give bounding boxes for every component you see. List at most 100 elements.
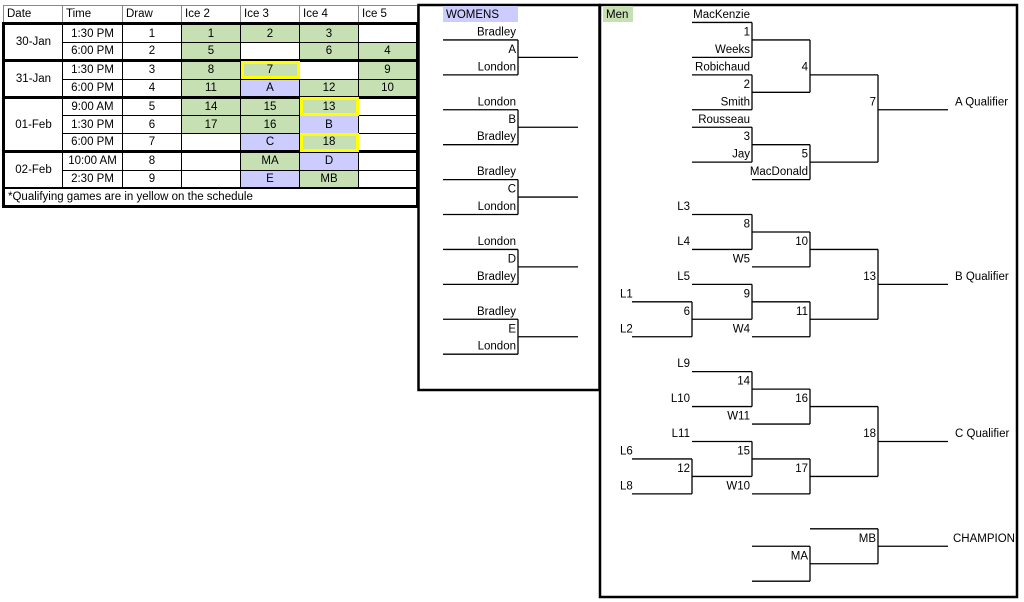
time-cell: 6:00 PM — [62, 132, 123, 153]
team-label: L11 — [672, 428, 690, 440]
column-header: Draw — [122, 4, 182, 26]
finalist-label: MB — [859, 533, 877, 545]
time-cell: 9:00 AM — [62, 95, 123, 117]
game-number: 11 — [796, 306, 808, 318]
team-label: L3 — [677, 201, 690, 213]
game-number: 5 — [802, 149, 808, 161]
b-qualifier-label: B Qualifier — [955, 271, 1009, 283]
game-cell: 15 — [240, 95, 300, 117]
note-row: *Qualifying games are in yellow on the s… — [2, 186, 419, 209]
game-cell: 2 — [240, 23, 300, 43]
column-header: Ice 4 — [299, 4, 359, 26]
game-cell: D — [299, 150, 359, 171]
game-cell: C — [240, 132, 300, 153]
womens-game-letter: E — [508, 323, 516, 335]
womens-team-label: Bradley — [477, 166, 516, 178]
womens-team-label: London — [478, 201, 516, 213]
game-number: 14 — [737, 376, 750, 388]
game-number: 17 — [795, 463, 808, 475]
game-cell: 9 — [358, 59, 419, 80]
team-label: L6 — [620, 446, 633, 458]
qualifier-game-cell: 18 — [299, 132, 359, 153]
game-number: 9 — [744, 288, 750, 300]
game-cell: 5 — [181, 41, 241, 62]
men-title-bg — [603, 6, 633, 22]
womens-game-letter: A — [508, 44, 516, 56]
game-number: 1 — [744, 27, 750, 39]
team-label: W11 — [727, 411, 750, 423]
womens-team-label: Bradley — [477, 306, 516, 318]
game-number: 7 — [870, 96, 876, 108]
game-number: 3 — [744, 131, 750, 143]
womens-title: WOMENS — [446, 9, 499, 21]
game-number: 4 — [802, 61, 809, 73]
date-cell: 31-Jan — [2, 59, 63, 98]
game-cell: 14 — [181, 95, 241, 117]
game-number: 18 — [863, 428, 876, 440]
column-header: Ice 2 — [181, 4, 241, 26]
schedule-note: *Qualifying games are in yellow on the s… — [2, 186, 419, 209]
column-header: Date — [3, 4, 63, 26]
game-cell: 8 — [181, 59, 241, 80]
womens-game-letter: D — [508, 253, 516, 265]
game-number: 10 — [795, 236, 808, 248]
date-cell: 02-Feb — [2, 150, 63, 189]
womens-team-label: London — [478, 96, 516, 108]
finalist-label: MA — [791, 550, 809, 562]
womens-game-letter: C — [508, 184, 516, 196]
womens-team-label: Bradley — [477, 27, 516, 39]
womens-team-label: London — [478, 61, 516, 73]
mens-bracket-frame — [598, 3, 1019, 599]
team-label: L9 — [677, 358, 690, 370]
game-cell: MA — [240, 150, 300, 171]
draw-cell: 6 — [122, 115, 182, 134]
game-number: 12 — [677, 463, 690, 475]
game-number: 16 — [795, 393, 808, 405]
womens-team-label: Bradley — [477, 131, 516, 143]
column-header: Ice 5 — [358, 4, 418, 26]
game-cell: 11 — [181, 78, 241, 98]
team-label: L8 — [620, 480, 633, 492]
game-cell — [358, 115, 419, 134]
team-label: L1 — [620, 288, 633, 300]
game-number: 8 — [744, 219, 750, 231]
team-label: L5 — [677, 271, 690, 283]
game-number: 15 — [737, 446, 750, 458]
date-cell: 01-Feb — [2, 95, 63, 153]
team-label: W4 — [733, 323, 751, 335]
team-label: W5 — [733, 253, 750, 265]
game-cell: E — [240, 169, 300, 189]
team-label: Weeks — [715, 44, 750, 56]
team-label: Rousseau — [698, 114, 750, 126]
womens-title-bg — [443, 6, 518, 22]
column-header: Ice 3 — [240, 4, 300, 26]
womens-team-label: London — [478, 236, 516, 248]
game-cell: 16 — [240, 115, 300, 134]
champion-label: CHAMPION — [953, 533, 1015, 545]
team-label: Jay — [732, 149, 750, 161]
game-cell: B — [299, 115, 359, 134]
men-title: Men — [606, 9, 628, 21]
c-qualifier-label: C Qualifier — [955, 428, 1009, 440]
time-cell: 10:00 AM — [62, 150, 123, 171]
womens-team-label: Bradley — [477, 271, 516, 283]
team-label: MacKenzie — [693, 9, 750, 21]
game-number: 13 — [863, 271, 876, 283]
team-label: Smith — [721, 96, 750, 108]
team-label: Robichaud — [695, 61, 750, 73]
team-label: L4 — [677, 236, 690, 248]
team-label: W10 — [726, 480, 750, 492]
a-qualifier-label: A Qualifier — [955, 96, 1008, 108]
team-label: L10 — [671, 393, 690, 405]
